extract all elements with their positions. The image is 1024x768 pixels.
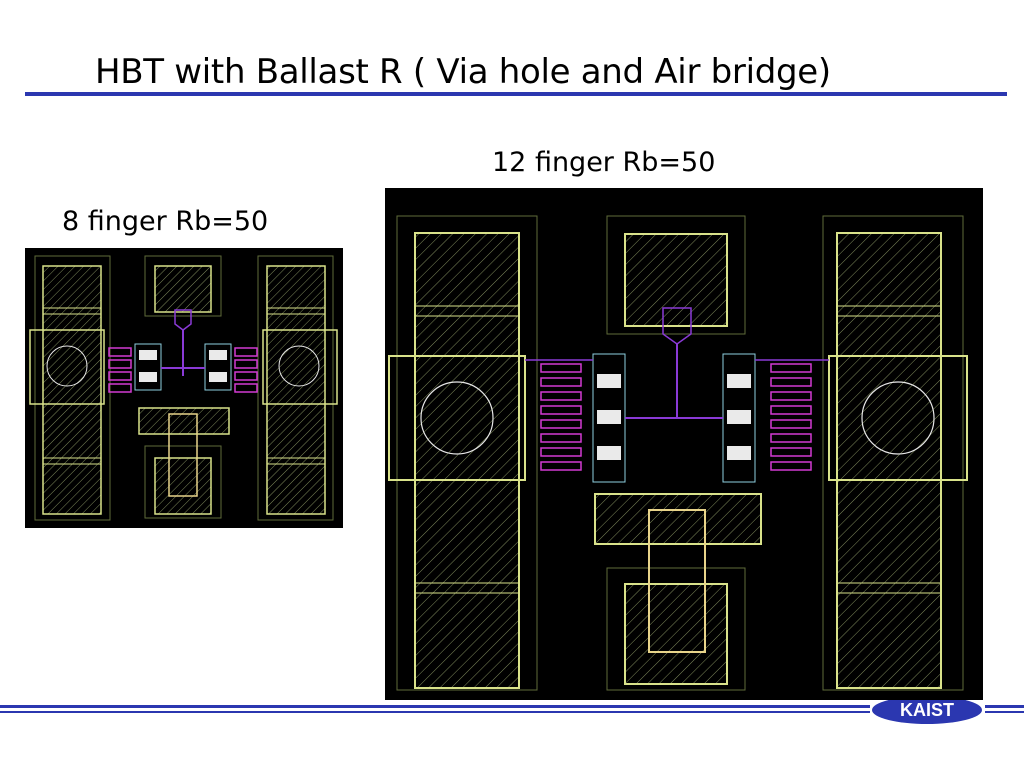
layout-12-finger <box>385 188 983 700</box>
footer-rule <box>985 711 1024 713</box>
logo-text: KAIST <box>900 700 954 720</box>
layout-12-finger-drawing <box>388 215 968 691</box>
layout-8-finger <box>25 248 343 528</box>
slide-title: HBT with Ballast R ( Via hole and Air br… <box>95 52 831 92</box>
layout-8-finger-drawing <box>29 255 338 521</box>
footer-rule <box>0 711 870 713</box>
title-underline <box>25 92 1007 96</box>
caption-8-finger: 8 finger Rb=50 <box>62 206 269 237</box>
caption-12-finger: 12 finger Rb=50 <box>492 147 716 178</box>
footer-rule <box>0 705 870 708</box>
kaist-logo-icon: KAIST <box>872 700 982 724</box>
footer-rule <box>985 705 1024 708</box>
